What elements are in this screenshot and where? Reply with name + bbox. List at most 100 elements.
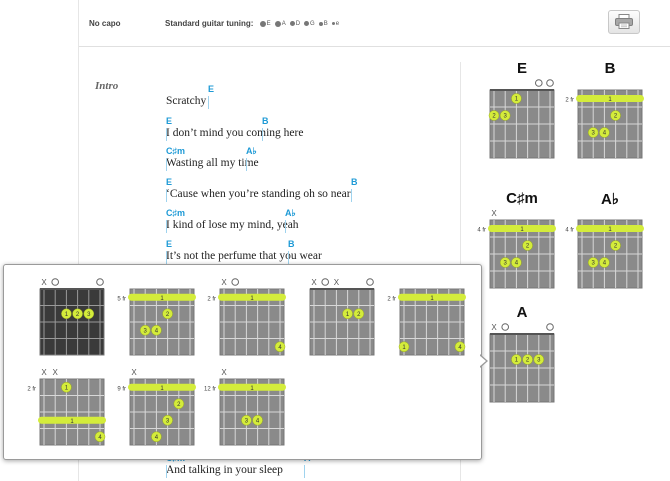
finger-dot	[61, 308, 72, 319]
finger-dot	[398, 341, 410, 352]
open-string-icon	[501, 323, 510, 331]
finger-number: 4	[278, 345, 282, 351]
finger-number: 3	[592, 261, 596, 267]
finger-number: 2	[76, 312, 80, 318]
finger-dot	[511, 257, 522, 268]
open-string-icon	[546, 79, 554, 87]
chord-position-caret	[166, 128, 167, 141]
lyric-line: Scratchy	[166, 95, 206, 107]
finger-number: 2	[166, 312, 170, 318]
finger-dot	[342, 308, 353, 319]
finger-number: 3	[504, 261, 508, 267]
string-dot-icon	[318, 21, 323, 26]
lyric-text: I don’t mind you coming here	[166, 127, 304, 139]
base-fret-label: 2 fr	[27, 386, 36, 392]
tuning-note: e	[335, 20, 340, 27]
chord-marker[interactable]: C♯m	[166, 208, 186, 218]
chord-position-caret	[166, 158, 167, 171]
chord-marker[interactable]: E	[166, 177, 173, 187]
chord-marker[interactable]: A♭	[246, 146, 257, 156]
chord-marker[interactable]: E	[208, 84, 215, 94]
chord-position-caret	[288, 251, 289, 264]
finger-dot	[610, 110, 621, 121]
finger-number: 2	[526, 358, 530, 364]
finger-number: 1	[515, 358, 519, 364]
base-fret-label: 9 fr	[117, 386, 126, 392]
tuning-note: E	[266, 20, 271, 27]
sidebar-chord-name[interactable]: C♯m	[506, 190, 538, 207]
chord-position-caret	[166, 220, 167, 233]
chord-marker[interactable]: B	[262, 116, 269, 126]
finger-dot	[61, 382, 72, 393]
chord-position-caret	[166, 251, 167, 264]
finger-number: 3	[245, 418, 249, 424]
section-label-intro: Intro	[95, 80, 119, 92]
finger-number: 1	[608, 97, 612, 103]
sidebar-chord-name[interactable]: A♭	[601, 191, 619, 208]
barre-bar	[218, 383, 286, 391]
finger-number: 1	[346, 312, 350, 318]
open-string-icon	[96, 278, 104, 286]
finger-number: 1	[402, 345, 406, 351]
chord-marker[interactable]: B	[288, 239, 295, 249]
finger-number: 1	[515, 97, 519, 103]
finger-number: 2	[492, 114, 496, 120]
finger-number: 1	[65, 385, 69, 391]
chord-marker[interactable]: B	[351, 177, 358, 187]
finger-number: 4	[155, 435, 159, 441]
sidebar-chord-name[interactable]: E	[516, 60, 527, 77]
open-string-icon	[231, 278, 240, 286]
open-string-icon	[321, 278, 330, 286]
lyric-text: And talking in your sleep	[166, 464, 283, 476]
lyric-line: ‘Cause when you’re standing oh so near	[166, 188, 351, 200]
chord-position-caret	[166, 189, 167, 202]
sidebar-chord-name[interactable]: B	[604, 60, 616, 77]
tuning-note: D	[295, 20, 301, 27]
finger-dot	[599, 257, 610, 268]
finger-number: 1	[160, 296, 164, 302]
chord-marker[interactable]: A♭	[285, 208, 296, 218]
finger-number: 4	[603, 261, 607, 267]
sidebar-chord-name[interactable]: A	[516, 304, 528, 321]
base-fret-label: 2 fr	[387, 296, 396, 302]
print-button[interactable]	[608, 10, 640, 34]
finger-dot	[522, 354, 533, 365]
chord-marker[interactable]: E	[166, 239, 173, 249]
finger-dot	[587, 127, 599, 138]
chord-marker[interactable]: C♯m	[166, 146, 186, 156]
finger-dot	[241, 415, 252, 426]
barre-bar	[218, 293, 286, 301]
finger-dot	[488, 110, 500, 121]
finger-dot	[252, 415, 263, 426]
finger-number: 3	[537, 358, 541, 364]
finger-dot	[499, 110, 511, 121]
finger-number: 3	[144, 328, 148, 334]
finger-dot	[151, 431, 162, 442]
chord-position-caret	[304, 465, 305, 478]
finger-number: 1	[250, 296, 254, 302]
string-dot-icon	[274, 20, 281, 27]
barre-bar	[38, 416, 106, 424]
finger-number: 2	[526, 244, 530, 250]
finger-number: 1	[70, 419, 74, 425]
lyric-text: ‘Cause when you’re standing oh so near	[166, 188, 351, 200]
finger-number: 4	[256, 418, 260, 424]
chord-position-caret	[166, 465, 167, 478]
tuning-note: G	[310, 20, 315, 27]
printer-icon	[615, 14, 633, 29]
chord-marker[interactable]: E	[166, 116, 173, 126]
